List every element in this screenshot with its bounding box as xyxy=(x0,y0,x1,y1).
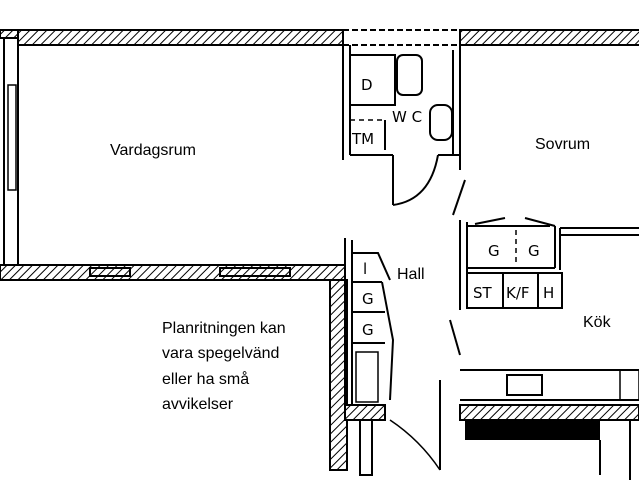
room-label-kitchen: Kök xyxy=(583,314,612,331)
note-line: avvikelser xyxy=(162,396,234,413)
closet-kf: K/F xyxy=(506,284,530,302)
bathroom xyxy=(342,45,461,206)
closet-h: H xyxy=(543,284,554,302)
room-label-living-room: Vardagsrum xyxy=(110,142,196,159)
closet-g-1: G xyxy=(488,242,500,260)
bedroom-closets xyxy=(452,179,639,310)
room-label-bedroom: Sovrum xyxy=(535,136,590,153)
closet-st: ST xyxy=(473,284,493,302)
note-line: eller ha små xyxy=(162,370,249,388)
hall-closet-g-1: G xyxy=(362,290,374,308)
fixture-wc: W C xyxy=(392,108,422,126)
disclaimer-note: Planritningen kan vara spegelvänd eller … xyxy=(162,320,286,413)
kitchen-counter xyxy=(460,369,639,401)
hall-closets xyxy=(344,238,461,471)
closet-g-2: G xyxy=(528,242,540,260)
note-line: vara spegelvänd xyxy=(162,345,279,362)
room-label-hall: Hall xyxy=(397,266,425,283)
fixture-tm: TM xyxy=(351,130,374,148)
hall-closet-g-2: G xyxy=(362,321,374,339)
note-line: Planritningen kan xyxy=(162,320,286,337)
hall-closet-l: l xyxy=(363,260,367,278)
walls xyxy=(0,29,639,480)
fixture-bath: D xyxy=(361,76,373,94)
